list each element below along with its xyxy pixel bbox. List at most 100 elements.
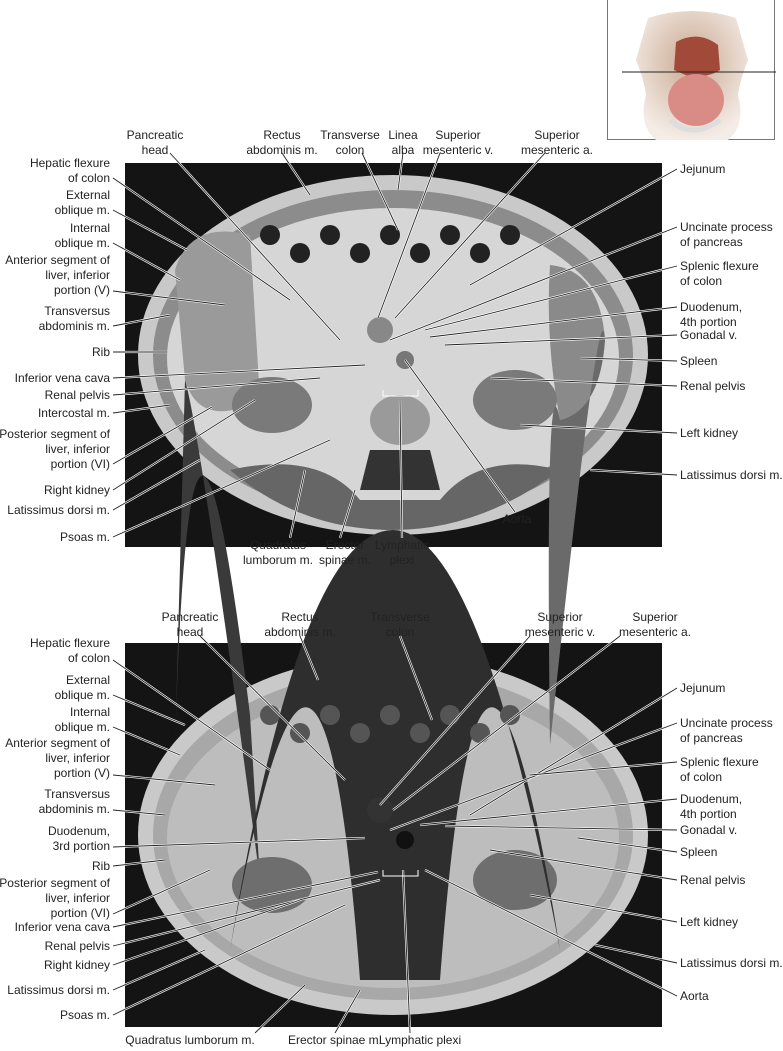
anatomy-label: Inferior vena cava	[14, 920, 110, 934]
leader-line	[579, 357, 678, 362]
leader-line	[419, 798, 678, 826]
leader-line	[404, 359, 516, 513]
anatomy-label: Spleen	[680, 845, 718, 859]
anatomy-label: Left kidney	[680, 915, 739, 929]
anatomy-label: Splenic flexure of colon	[680, 259, 759, 288]
leader-line	[112, 364, 366, 379]
anatomy-label: Latissimus dorsi m.	[7, 983, 110, 997]
anatomy-label: Internal oblique m.	[54, 705, 110, 734]
anatomy-label: Rectus abdominis m.	[264, 610, 336, 639]
leader-line	[112, 659, 271, 771]
leader-line	[577, 837, 678, 853]
anatomy-label: Duodenum, 3rd portion	[47, 824, 110, 853]
anatomy-label: Superior mesenteric a.	[618, 610, 692, 639]
anatomy-label: Internal oblique m.	[54, 221, 110, 250]
anatomy-label: Inferior vena cava	[14, 371, 110, 385]
anatomy-label: Quadratus lumborum m.	[125, 1033, 255, 1047]
leader-line	[112, 879, 381, 947]
leader-line	[594, 944, 678, 964]
anatomy-label: Jejunum	[680, 681, 726, 695]
leader-line	[112, 459, 201, 511]
anatomy-label: Aorta	[502, 512, 532, 526]
anatomy-label: Pancreatic head	[161, 610, 219, 639]
anatomy-label: Psoas m.	[59, 1008, 110, 1022]
anatomy-label: Posterior segment of liver, inferior por…	[0, 876, 110, 920]
leader-line	[379, 635, 531, 806]
leader-line	[444, 825, 678, 831]
anatomy-label: Transversus abdominis m.	[38, 787, 110, 816]
bracket-marker	[382, 870, 419, 877]
leader-line	[112, 837, 366, 848]
leader-line	[394, 152, 546, 319]
leader-line	[334, 989, 361, 1034]
anatomy-label: Lymphatic plexi	[378, 1033, 462, 1047]
anatomy-label: Jejunum	[680, 162, 726, 176]
bracket-marker	[382, 390, 419, 397]
anatomy-label: Renal pelvis	[44, 939, 110, 953]
anatomy-label: Duodenum, 4th portion	[680, 792, 743, 821]
leader-line	[429, 306, 678, 338]
anatomy-label: Latissimus dorsi m.	[680, 468, 783, 482]
leader-line	[112, 314, 171, 327]
leader-line	[112, 290, 226, 306]
anatomy-label: Transverse colon	[370, 610, 430, 639]
leader-line	[169, 152, 341, 341]
t2-mri-panel	[125, 331, 662, 1027]
torso-inset-illustration	[607, 0, 776, 140]
anatomy-label: Transverse colon	[320, 128, 380, 157]
anatomy-label: Intercostal m.	[37, 406, 110, 420]
anatomy-label: Anterior segment of liver, inferior port…	[5, 253, 110, 297]
leader-line	[444, 334, 678, 346]
anatomy-label: Renal pelvis	[44, 388, 110, 402]
leader-line	[112, 399, 256, 491]
leader-line	[399, 399, 403, 539]
leader-line	[489, 849, 678, 881]
leader-line	[402, 869, 411, 1034]
anatomy-label: External oblique m.	[54, 188, 110, 217]
leader-line	[469, 687, 678, 816]
leader-line	[529, 761, 678, 776]
leader-line	[299, 635, 319, 681]
anatomy-label: Superior mesenteric v.	[524, 610, 596, 639]
anatomy-label: Anterior segment of liver, inferior port…	[5, 736, 110, 780]
leader-line	[529, 894, 678, 923]
anatomy-label: Renal pelvis	[680, 379, 746, 393]
leader-line	[377, 152, 441, 319]
leader-line	[389, 226, 678, 341]
leader-line	[199, 635, 346, 781]
leader-line	[112, 242, 181, 281]
anatomy-label: Superior mesenteric a.	[520, 128, 594, 157]
anatomy-label: Gonadal v.	[680, 823, 738, 837]
leader-line	[281, 152, 311, 196]
leader-line	[112, 439, 331, 538]
leader-line	[112, 904, 346, 1016]
anatomy-label: Superior mesenteric v.	[422, 128, 494, 157]
leader-line	[112, 726, 181, 756]
leader-line	[392, 635, 621, 811]
anatomy-label: Quadratus lumborum m.	[242, 538, 314, 567]
anatomy-label: Psoas m.	[59, 530, 110, 544]
anatomy-label: Rectus abdominis m.	[246, 128, 318, 157]
anatomy-label: Duodenum, 4th portion	[680, 300, 743, 329]
leader-line	[112, 869, 211, 915]
anatomy-label: Erector spinae m.	[287, 1033, 383, 1047]
leader-line	[389, 722, 678, 831]
anatomy-label: Posterior segment of liver, inferior por…	[0, 427, 110, 471]
torso-drawing	[622, 11, 776, 140]
anatomy-label: Pancreatic head	[126, 128, 184, 157]
leader-line	[469, 168, 678, 286]
leader-line	[424, 869, 678, 997]
leader-line	[112, 209, 188, 251]
anatomy-label: Linea alba	[388, 128, 418, 157]
leader-line	[489, 377, 678, 387]
anatomy-label: Hepatic flexure of colon	[29, 156, 110, 185]
anatomy-label: External oblique m.	[54, 673, 110, 702]
anatomy-label: Splenic flexure of colon	[680, 755, 759, 784]
leader-line	[254, 984, 306, 1034]
leader-line	[399, 635, 433, 721]
leader-line	[112, 404, 171, 414]
leader-line	[589, 469, 678, 476]
leader-line	[112, 406, 213, 465]
